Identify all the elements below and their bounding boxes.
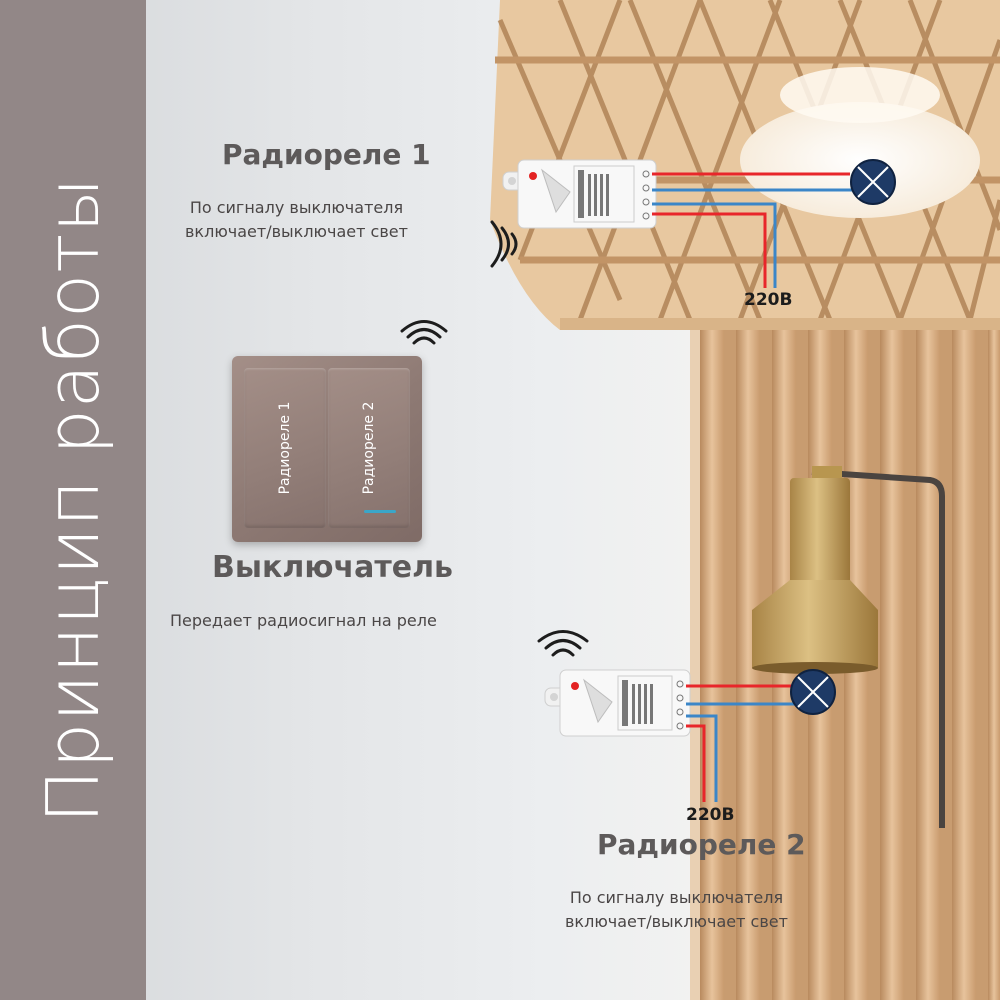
switch-key-relay-1[interactable]: Радиореле 1 [244, 368, 326, 528]
led-indicator-icon [364, 510, 396, 513]
switch-title: Выключатель [212, 550, 454, 585]
relay-1-description-line-1: По сигналу выключателя [189, 198, 404, 217]
relay-2-description-line-2: включает/выключает свет [565, 912, 788, 931]
relay-1-wiring [652, 172, 855, 288]
relay-module-icon [544, 669, 691, 737]
wifi-signal-icon [537, 630, 589, 657]
relay-1-title: Радиореле 1 [222, 138, 431, 171]
switch-description: Передает радиосигнал на реле [170, 611, 437, 630]
wifi-signal-icon [490, 220, 518, 268]
relay-2-title: Радиореле 2 [597, 828, 806, 861]
led-indicator-icon [571, 682, 579, 690]
relay-2-wiring [686, 684, 800, 802]
relay-module-icon [502, 159, 657, 229]
relay-1-description: По сигналу выключателя включает/выключае… [185, 196, 408, 244]
relay-2-voltage-label: 220В [686, 805, 735, 825]
relay-1-description-line-2: включает/выключает свет [185, 222, 408, 241]
lamp-symbol-icon [790, 669, 836, 715]
switch-key-relay-2[interactable]: Радиореле 2 [328, 368, 410, 528]
relay-1-voltage-label: 220В [744, 290, 793, 310]
lamp-symbol-icon [850, 159, 896, 205]
brass-pendant-lamp [752, 466, 945, 828]
relay-2-description-line-1: По сигналу выключателя [569, 888, 784, 907]
relay-2-description: По сигналу выключателя включает/выключае… [565, 886, 788, 934]
led-indicator-icon [529, 172, 537, 180]
wifi-signal-icon [400, 320, 448, 345]
sidebar-panel: Принцип работы [0, 0, 146, 1000]
wall-switch[interactable]: Радиореле 1 Радиореле 2 [232, 356, 422, 542]
